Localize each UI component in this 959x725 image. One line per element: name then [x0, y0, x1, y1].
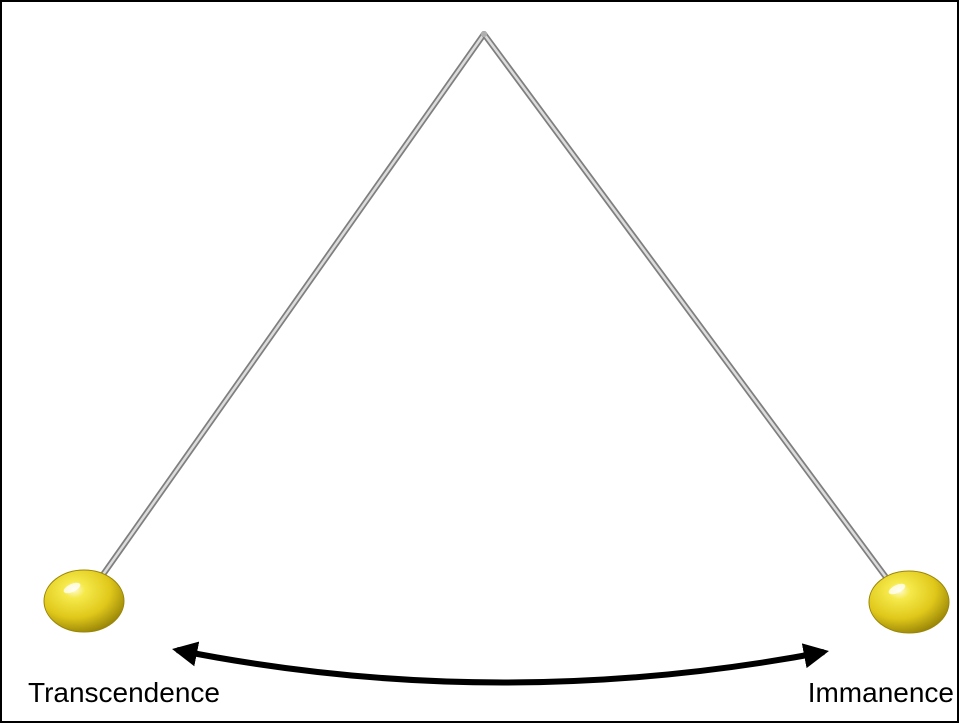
- left-string: [102, 34, 484, 576]
- transcendence-label: Transcendence: [28, 679, 220, 707]
- immanence-label: Immanence: [808, 679, 954, 707]
- pivot-point: [481, 31, 487, 37]
- swing-arrow: [177, 650, 824, 683]
- left-pendulum-bob: [44, 570, 124, 632]
- right-pendulum-bob: [869, 571, 949, 633]
- right-string: [484, 34, 888, 580]
